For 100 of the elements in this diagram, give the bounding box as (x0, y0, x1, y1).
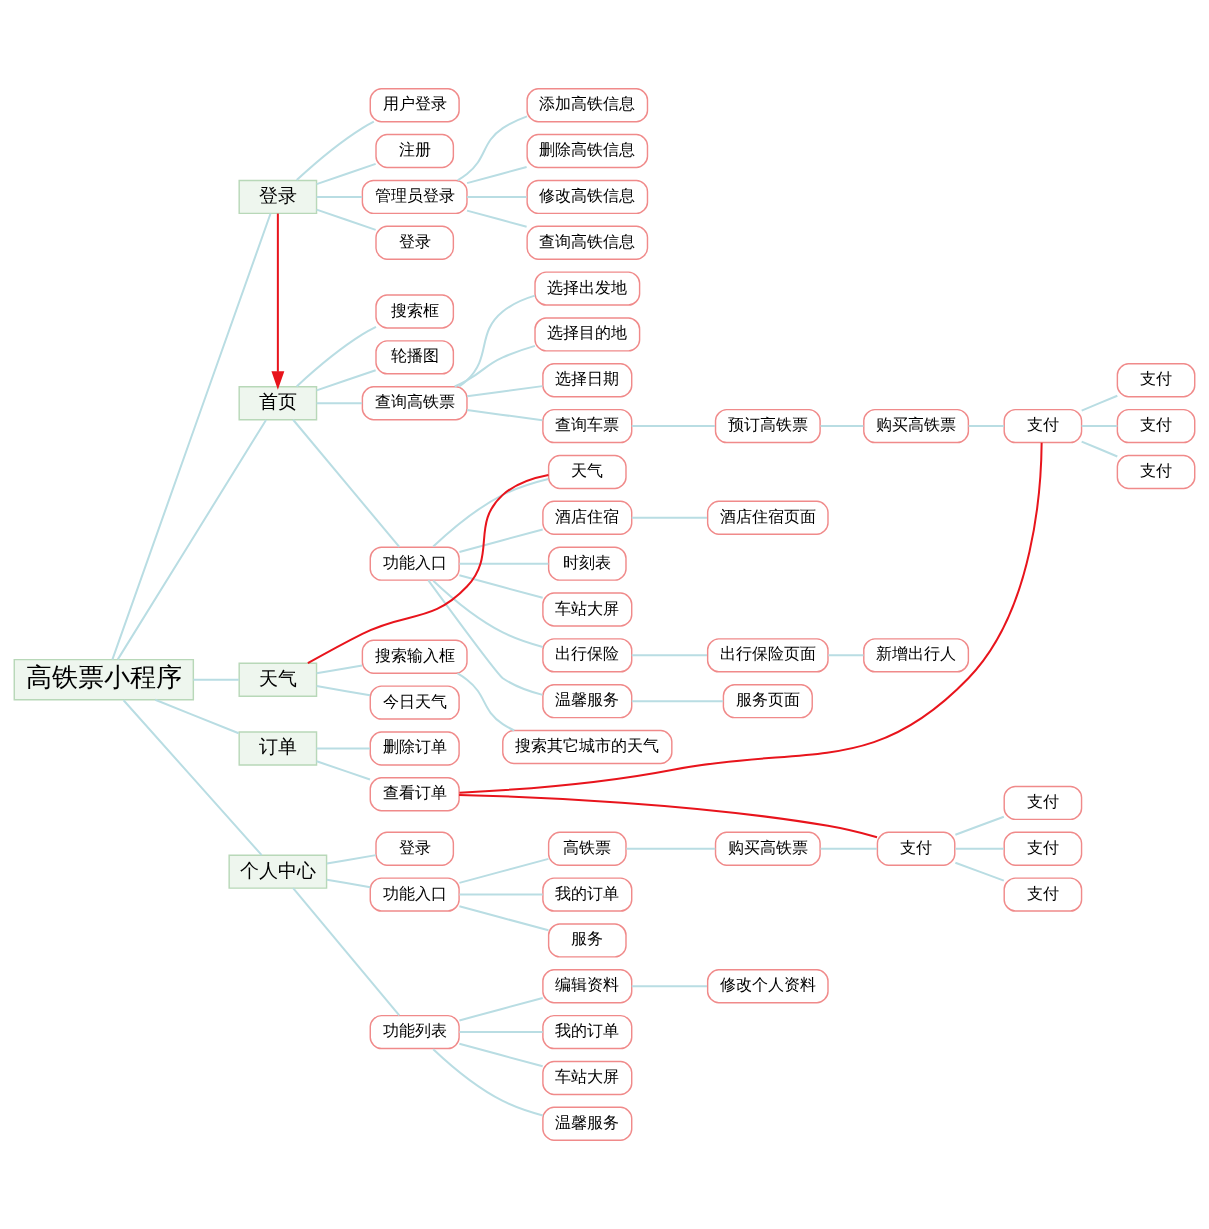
connector (292, 887, 401, 1017)
connector (459, 574, 543, 599)
connector (955, 815, 1005, 836)
connector (307, 473, 549, 665)
connector (466, 166, 527, 185)
node-box: 功能列表 (369, 1014, 460, 1050)
connector (432, 1048, 544, 1117)
node-box: 删除高铁信息 (526, 133, 649, 169)
node-box: 搜索输入框 (361, 639, 468, 674)
node-box: 添加高铁信息 (526, 88, 649, 123)
connector (459, 528, 543, 553)
connector (968, 425, 1005, 428)
node-box: 支付 (1003, 831, 1083, 866)
connector (1081, 394, 1118, 412)
node-box: 我的订单 (542, 877, 633, 912)
connector (122, 699, 263, 856)
node-box: 天气 (547, 454, 627, 490)
node-box: 选择出发地 (534, 271, 641, 306)
connector (454, 344, 536, 388)
node-box: 查询高铁票 (361, 386, 468, 421)
node-box: 选择日期 (542, 363, 633, 398)
connector (459, 562, 549, 565)
node-box: 轮播图 (375, 340, 455, 375)
connector (432, 477, 549, 548)
connector (459, 794, 878, 839)
connector (457, 672, 515, 732)
node-box: 支付 (1003, 877, 1083, 912)
node-box: 注册 (375, 133, 455, 169)
connector (820, 847, 878, 850)
node-box: 选择目的地 (534, 317, 641, 352)
node-box: 高铁票 (547, 831, 627, 866)
connector (459, 905, 549, 932)
node-box: 温馨服务 (542, 1106, 633, 1141)
node-box: 出行保险 (542, 638, 633, 673)
connector (1081, 440, 1118, 458)
node-box: 购买高铁票 (863, 408, 970, 444)
connector (458, 294, 536, 388)
connector (459, 1031, 543, 1034)
node-box: 酒店住宿 (542, 500, 633, 535)
connector (631, 654, 707, 657)
connector (828, 654, 864, 657)
node-box: 用户登录 (369, 88, 460, 123)
connector (316, 685, 371, 697)
node-box: 登录 (375, 831, 455, 866)
node-box: 酒店住宿页面 (706, 500, 829, 535)
node-box: 登录 (238, 179, 318, 215)
node-box: 时刻表 (547, 546, 627, 581)
connector (466, 409, 543, 422)
node-box: 新增出行人 (863, 638, 970, 673)
node-box: 支付 (1116, 363, 1196, 398)
connector (316, 402, 363, 405)
node-box: 出行保险页面 (706, 638, 829, 673)
node-box: 登录 (375, 225, 455, 260)
node-box: 支付 (1003, 408, 1083, 444)
connector (631, 516, 707, 519)
node-box: 修改高铁信息 (526, 179, 649, 215)
node-box: 服务页面 (722, 684, 813, 719)
connector (467, 195, 527, 198)
node-box: 温馨服务 (542, 684, 633, 719)
connector (316, 195, 363, 198)
connector (466, 209, 527, 228)
connector (326, 854, 377, 865)
node-box: 服务 (547, 923, 627, 958)
node-box: 管理员登录 (361, 179, 468, 215)
node-box: 首页 (238, 386, 318, 421)
node-box: 天气 (238, 662, 318, 697)
node-box: 高铁票小程序 (13, 658, 195, 701)
connector (466, 385, 543, 398)
connector (316, 760, 371, 781)
connector (316, 162, 376, 186)
connector (955, 861, 1005, 882)
connector (631, 425, 715, 428)
connector (296, 326, 377, 388)
connector (432, 579, 544, 648)
node-box: 搜索其它城市的天气 (502, 729, 673, 765)
connector (820, 425, 864, 428)
node-box: 编辑资料 (542, 969, 633, 1004)
connector (316, 664, 363, 675)
node-box: 车站大屏 (542, 1060, 633, 1096)
connector (296, 120, 375, 181)
connector (626, 847, 716, 850)
connector (631, 700, 724, 703)
connector (316, 369, 376, 392)
node-box: 查询车票 (542, 408, 633, 444)
node-box: 我的订单 (542, 1014, 633, 1050)
connector (955, 847, 1004, 850)
connector (459, 857, 549, 884)
connector (457, 115, 528, 182)
connector (326, 878, 371, 889)
connector (316, 747, 370, 750)
node-box: 支付 (1003, 785, 1083, 821)
connector (116, 419, 267, 660)
connector (154, 698, 240, 735)
connector (459, 1042, 543, 1068)
connector (111, 213, 272, 660)
node-box: 支付 (1116, 454, 1196, 490)
node-box: 删除订单 (369, 731, 460, 766)
node-box: 功能入口 (369, 546, 460, 581)
connector (459, 442, 1043, 794)
node-box: 查看订单 (369, 777, 460, 812)
